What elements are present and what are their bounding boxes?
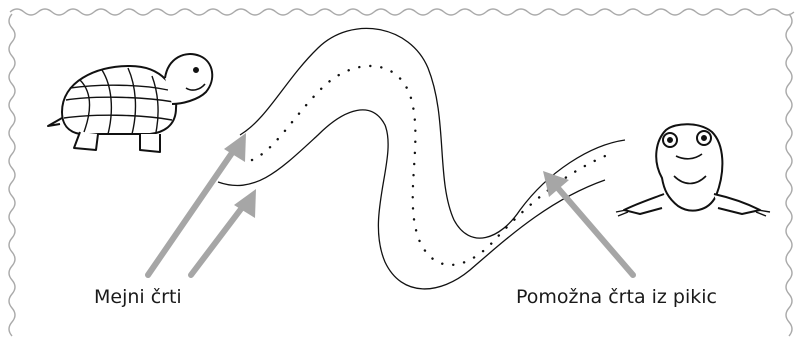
arrow-boundary-1 xyxy=(145,133,246,278)
wavy-border-left xyxy=(8,13,16,337)
road-boundary-bottom xyxy=(217,109,606,290)
turtle-head xyxy=(164,53,214,105)
frog-illustration xyxy=(615,123,771,217)
boundary-lines-label: Mejni črti xyxy=(94,286,182,308)
arrow-guide xyxy=(543,171,636,278)
frog-leg-left xyxy=(623,193,665,215)
road-boundary-top xyxy=(239,27,626,239)
turtle-leg-back xyxy=(73,131,99,151)
frog-leg-right xyxy=(713,193,761,215)
wavy-border-top xyxy=(9,8,795,16)
wavy-border-right xyxy=(785,13,793,337)
dotted-guide-line xyxy=(250,64,617,267)
dotted-guide-label: Pomožna črta iz pikic xyxy=(516,286,717,308)
frog-arms xyxy=(673,175,707,185)
turtle-tail xyxy=(47,117,63,127)
arrow-boundary-2 xyxy=(188,189,256,278)
turtle-leg-front xyxy=(139,134,161,153)
turtle-illustration xyxy=(47,53,214,153)
